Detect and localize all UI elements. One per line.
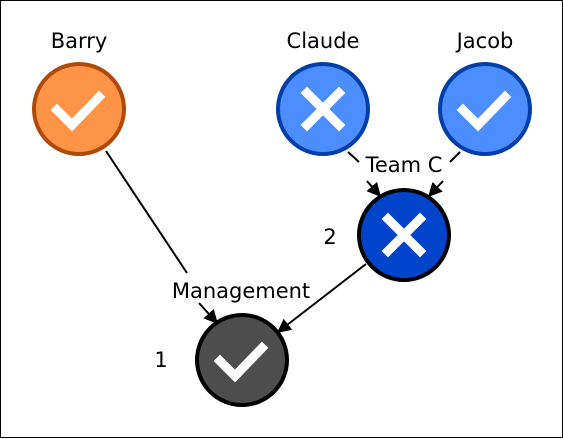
voter-node-jacob: Jacob bbox=[438, 29, 532, 156]
voter-name-jacob: Jacob bbox=[455, 29, 514, 53]
voter-circle-barry bbox=[32, 62, 126, 156]
edge-management-label-to-node bbox=[198, 302, 218, 325]
voter-node-claude: Claude bbox=[276, 29, 370, 156]
edge-claude-to-team-c bbox=[347, 151, 360, 163]
group-circle-management bbox=[195, 313, 289, 407]
checkmark-icon bbox=[213, 341, 269, 383]
voter-name-barry: Barry bbox=[51, 29, 108, 53]
group-node-team-c: Team C 2 bbox=[323, 153, 451, 282]
edge-team-c-to-management bbox=[276, 263, 367, 333]
group-label-team-c: Team C bbox=[365, 153, 443, 177]
voter-circle-jacob bbox=[438, 62, 532, 156]
edge-jacob-to-team-c bbox=[449, 151, 461, 163]
group-label-management: Management bbox=[172, 279, 310, 303]
checkmark-icon bbox=[456, 90, 512, 132]
edge-team-c-label-to-node-right bbox=[428, 180, 444, 198]
edge-team-c-label-to-node-left bbox=[366, 180, 381, 198]
voter-name-claude: Claude bbox=[287, 29, 360, 53]
voter-node-barry: Barry bbox=[32, 29, 126, 156]
group-rank-team-c: 2 bbox=[323, 225, 336, 249]
edge-barry-to-management bbox=[105, 150, 188, 274]
x-mark-icon bbox=[381, 212, 427, 258]
x-mark-icon bbox=[300, 86, 346, 132]
checkmark-icon bbox=[50, 90, 106, 132]
group-node-management: Management 1 bbox=[154, 279, 310, 407]
group-rank-management: 1 bbox=[154, 348, 167, 372]
